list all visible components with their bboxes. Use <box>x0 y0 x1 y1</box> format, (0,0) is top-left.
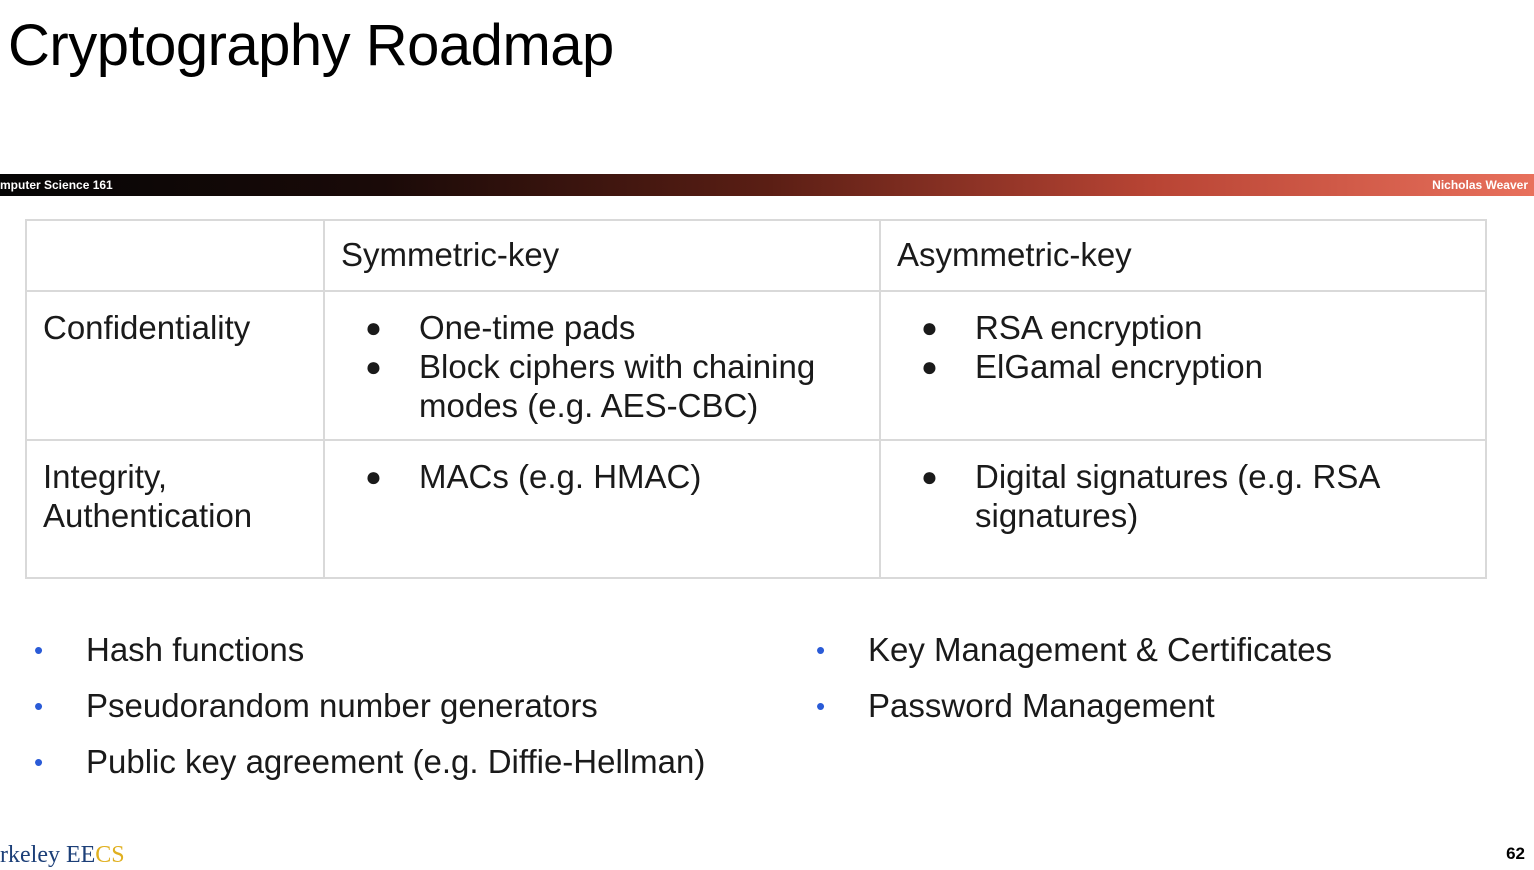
list-item: •Hash functions <box>34 631 305 668</box>
symmetric-cell: ●MACs (e.g. HMAC) <box>323 439 881 579</box>
row-label-cell: Integrity, Authentication <box>25 439 325 579</box>
course-banner: mputer Science 161 Nicholas Weaver <box>0 174 1534 196</box>
asymmetric-confidentiality-list: ●RSA encryption ●ElGamal encryption <box>881 292 1485 386</box>
blue-bullet-icon: • <box>34 747 44 777</box>
instructor-name: Nicholas Weaver <box>1432 178 1528 192</box>
bullet-icon: ● <box>921 312 938 343</box>
table-header-row: Symmetric-key Asymmetric-key <box>25 219 1487 292</box>
blue-bullet-icon: • <box>34 635 44 665</box>
bullets-left: •Hash functions •Pseudorandom number gen… <box>34 632 705 800</box>
bullet-icon: ● <box>921 351 938 382</box>
page-number: 62 <box>1506 844 1525 863</box>
list-item: •Pseudorandom number generators <box>34 687 598 724</box>
header-symmetric-label: Symmetric-key <box>341 236 560 273</box>
asymmetric-cell: ●Digital signatures (e.g. RSA signatures… <box>879 439 1487 579</box>
list-item: ●ElGamal encryption <box>921 348 1263 385</box>
crypto-table: Symmetric-key Asymmetric-key Confidentia… <box>25 219 1487 579</box>
list-item: ●MACs (e.g. HMAC) <box>365 458 702 495</box>
asymmetric-cell: ●RSA encryption ●ElGamal encryption <box>879 290 1487 441</box>
row-label-integrity: Integrity, Authentication <box>43 458 253 534</box>
row-label-confidentiality: Confidentiality <box>43 309 251 346</box>
list-item: •Password Management <box>816 687 1215 724</box>
header-asymmetric-label: Asymmetric-key <box>897 236 1132 273</box>
bullet-icon: ● <box>365 351 382 382</box>
header-asymmetric: Asymmetric-key <box>879 219 1487 292</box>
list-item: •Key Management & Certificates <box>816 631 1333 668</box>
berkeley-eecs-logo: rkeley EECS <box>0 842 125 868</box>
list-item: ●RSA encryption <box>921 309 1203 346</box>
list-item: ●Block ciphers with chaining modes (e.g.… <box>365 348 816 424</box>
table-corner-cell <box>25 219 325 292</box>
asymmetric-integrity-list: ●Digital signatures (e.g. RSA signatures… <box>881 441 1485 535</box>
header-symmetric: Symmetric-key <box>323 219 881 292</box>
list-item: •Public key agreement (e.g. Diffie-Hellm… <box>34 743 706 780</box>
table-row: Integrity, Authentication ●MACs (e.g. HM… <box>25 439 1487 579</box>
bullet-icon: ● <box>365 461 382 492</box>
bullet-icon: ● <box>365 312 382 343</box>
blue-bullet-icon: • <box>816 691 826 721</box>
bullets-right: •Key Management & Certificates •Password… <box>816 632 1332 744</box>
symmetric-cell: ●One-time pads ●Block ciphers with chain… <box>323 290 881 441</box>
list-item: ●Digital signatures (e.g. RSA signatures… <box>921 458 1379 534</box>
blue-bullet-icon: • <box>816 635 826 665</box>
symmetric-confidentiality-list: ●One-time pads ●Block ciphers with chain… <box>325 292 879 425</box>
bullet-icon: ● <box>921 461 938 492</box>
row-label-cell: Confidentiality <box>25 290 325 441</box>
table-row: Confidentiality ●One-time pads ●Block ci… <box>25 290 1487 441</box>
list-item: ●One-time pads <box>365 309 636 346</box>
symmetric-integrity-list: ●MACs (e.g. HMAC) <box>325 441 879 496</box>
course-name: mputer Science 161 <box>0 178 113 192</box>
slide-title: Cryptography Roadmap <box>8 13 614 78</box>
blue-bullet-icon: • <box>34 691 44 721</box>
